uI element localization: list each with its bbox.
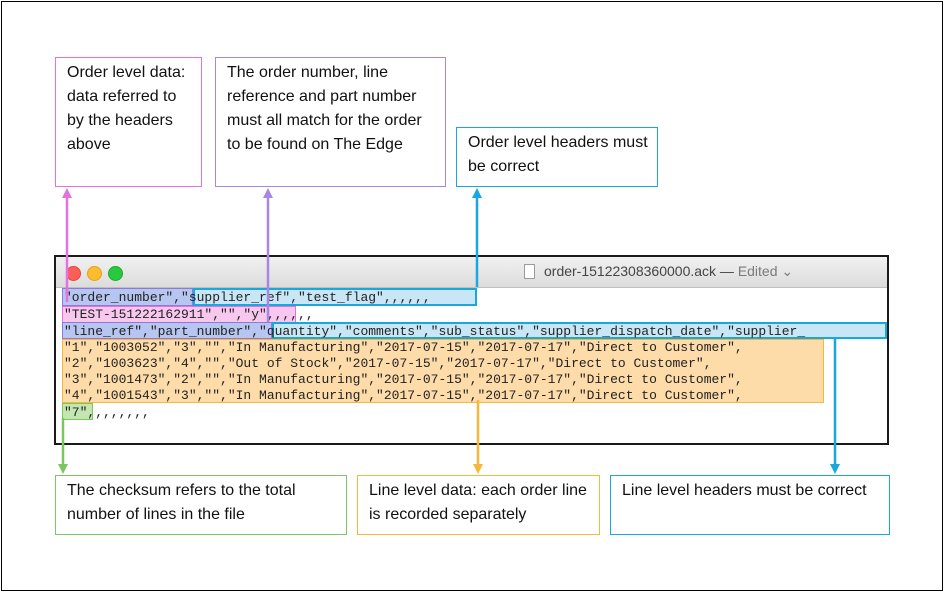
zoom-window-button[interactable] [108,266,123,281]
file-line-1: "order_number","supplier_ref","test_flag… [64,290,431,305]
edited-status-menu[interactable]: Edited ⌄ [738,263,793,279]
highlight-order-headers [193,288,477,306]
callout-checksum: The checksum refers to the total number … [55,475,347,535]
highlight-checksum [62,403,93,420]
window-title: order-15122308360000.ack — Edited ⌄ [544,263,793,280]
chevron-down-icon: ⌄ [781,263,794,279]
minimize-window-button[interactable] [87,266,102,281]
file-name: order-15122308360000.ack [544,263,717,279]
file-line-5: "2","1003623","4","","Out of Stock","201… [64,356,712,371]
callout-order-level-headers: Order level headers must be correct [456,127,658,187]
callout-line-level-data: Line level data: each order line is reco… [357,475,600,535]
file-line-8: "7",,,,,,,, [64,405,150,420]
file-line-2: "TEST-151222162911","","y",,,,,, [64,307,314,322]
edited-status: Edited [737,263,778,279]
file-line-7: "4","1001543","3","","In Manufacturing",… [64,388,743,403]
highlight-line-ref-part-number [62,322,272,339]
title-separator: — [719,263,734,279]
document-icon [524,264,535,279]
editor-window: order-15122308360000.ack — Edited ⌄ "ord… [54,255,889,445]
file-line-6: "3","1001473","2","","In Manufacturing",… [64,372,743,387]
window-titlebar: order-15122308360000.ack — Edited ⌄ [56,257,887,288]
highlight-line-data [62,339,824,403]
file-line-4: "1","1003052","3","","In Manufacturing",… [64,340,743,355]
highlight-order-number-header [62,288,193,306]
callout-match-requirement: The order number, line reference and par… [215,57,446,187]
callout-line-level-headers: Line level headers must be correct [610,475,890,535]
callout-order-level-data: Order level data: data referred to by th… [55,57,202,187]
highlight-line-headers [272,322,887,339]
file-line-3: "line_ref","part_number","quantity","com… [64,324,806,339]
